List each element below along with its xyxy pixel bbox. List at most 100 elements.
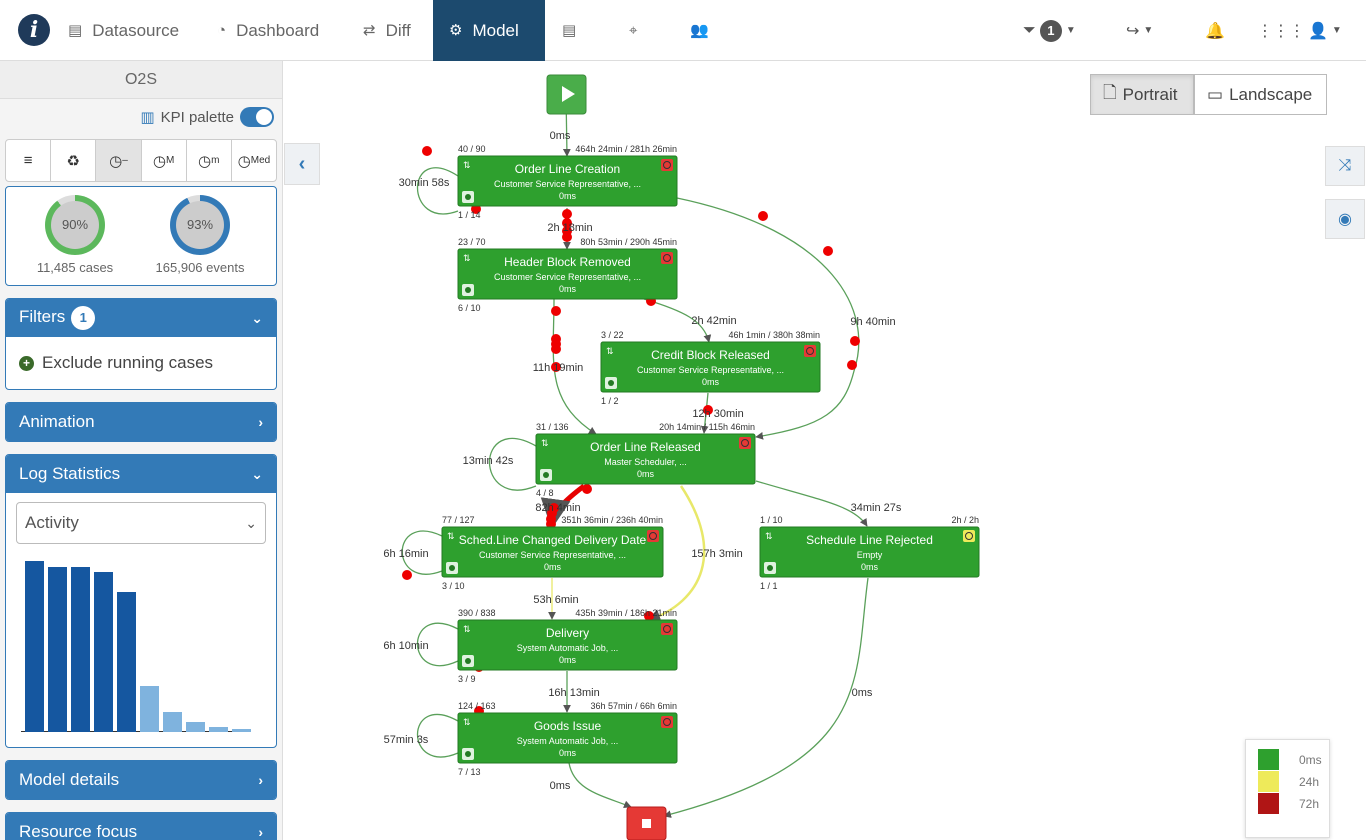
node-count-top: 124 / 163 — [458, 701, 496, 711]
node-title: Goods Issue — [534, 719, 602, 733]
log-statistics-select[interactable]: Activity ⌄ — [16, 502, 266, 544]
histogram-bar[interactable] — [209, 727, 228, 732]
resource-focus-title: Resource focus — [19, 822, 138, 840]
landscape-button[interactable]: ▭ Landscape — [1194, 74, 1327, 115]
metric-rework-button[interactable]: ♻ — [51, 140, 97, 181]
clock-icon: ◷ — [198, 152, 212, 170]
filter-item[interactable]: + Exclude running cases — [6, 337, 276, 389]
metric-median-time-button[interactable]: ◷Med — [232, 140, 276, 181]
edge-label-loop7: 6h 10min — [383, 640, 428, 652]
nav-table[interactable]: ▤ — [546, 0, 592, 61]
visibility-button[interactable]: ◉ — [1325, 199, 1365, 239]
crosshairs-icon: ⌖ — [629, 22, 638, 39]
edge-label-e6end: 0ms — [852, 687, 873, 699]
case-token — [582, 484, 592, 494]
shuffle-button[interactable]: ⤨ — [1325, 146, 1365, 186]
sort-icon: ⇅ — [463, 717, 471, 727]
app-logo[interactable]: i — [18, 14, 50, 46]
metric-max-time-button[interactable]: ◷M — [142, 140, 187, 181]
histogram-bar[interactable] — [25, 561, 44, 732]
histogram-bar[interactable] — [163, 712, 182, 732]
kpi-palette-toggle[interactable] — [240, 107, 274, 127]
clock-icon: ◷ — [109, 152, 123, 170]
histogram-bar[interactable] — [94, 572, 113, 732]
metric-min-time-button[interactable]: ◷m — [187, 140, 232, 181]
share-menu[interactable]: ↪ ▼ — [1126, 0, 1153, 61]
activity-node[interactable]: Sched.Line Changed Delivery DateCustomer… — [441, 515, 664, 591]
animation-panel-header[interactable]: Animation › — [6, 403, 276, 441]
edge-loop-n7 — [417, 622, 459, 667]
server-icon: ▤ — [68, 22, 83, 39]
nav-users[interactable]: 👥 — [674, 0, 725, 61]
node-duration: 36h 57min / 66h 6min — [590, 701, 677, 711]
notifications-bell[interactable]: 🔔 — [1205, 0, 1225, 61]
legend-row: 24h — [1258, 771, 1319, 792]
node-time: 0ms — [559, 655, 577, 665]
top-navbar: i ▤ Datasource ◔ Dashboard ⇄ Diff ⚙ Mode… — [0, 0, 1366, 61]
histogram-bar[interactable] — [232, 729, 251, 732]
metric-sup: M — [165, 155, 175, 166]
chevron-down-icon: ⌄ — [251, 309, 263, 326]
edge-n2-n4 — [552, 298, 597, 435]
node-duration: 2h / 2h — [951, 515, 979, 525]
nav-datasource[interactable]: ▤ Datasource — [52, 0, 195, 61]
node-title: Credit Block Released — [651, 348, 770, 362]
node-title: Sched.Line Changed Delivery Date — [459, 533, 647, 547]
events-percent: 93% — [176, 201, 224, 249]
animation-tokens — [402, 146, 860, 716]
histogram-bar[interactable] — [117, 592, 136, 732]
portrait-button[interactable]: 🗋 Portrait — [1090, 74, 1194, 115]
metric-avg-time-button[interactable]: ◷– — [96, 140, 142, 181]
chevron-down-icon: ⌄ — [245, 514, 257, 531]
plus-circle-icon: + — [19, 355, 34, 371]
legend-label: 72h — [1299, 796, 1320, 811]
user-menu[interactable]: 👤 ▼ — [1308, 0, 1342, 61]
histogram-bar[interactable] — [71, 567, 90, 732]
sidebar: O2S ▥ KPI palette ≡ ♻ ◷– ◷M ◷m ◷Med 90% … — [0, 61, 283, 840]
nav-dashboard[interactable]: ◔ Dashboard — [201, 0, 335, 61]
portrait-label: Portrait — [1122, 84, 1178, 104]
case-token — [644, 611, 654, 621]
metric-frequency-button[interactable]: ≡ — [6, 140, 52, 181]
edge-n8-end — [568, 762, 632, 808]
node-count-top: 3 / 22 — [601, 330, 624, 340]
apps-grid-button[interactable]: ⋮⋮⋮ — [1257, 0, 1305, 61]
chevron-right-icon: › — [258, 414, 263, 430]
status-clock-icon — [647, 530, 659, 542]
histogram-bar[interactable] — [186, 722, 205, 732]
process-model-canvas[interactable]: ‹ 🗋 Portrait ▭ Landscape ⤨ ◉ — [284, 61, 1366, 840]
edge-n1-n4 — [676, 197, 860, 440]
nav-datasource-label: Datasource — [92, 21, 180, 40]
status-clock-icon — [804, 345, 816, 357]
nav-diff[interactable]: ⇄ Diff — [347, 0, 427, 61]
resource-focus-panel-header[interactable]: Resource focus › — [6, 813, 276, 840]
model-details-panel-header[interactable]: Model details › — [6, 761, 276, 799]
status-clock-icon — [963, 530, 975, 542]
cases-donut: 90% — [45, 195, 105, 255]
node-time: 0ms — [559, 284, 577, 294]
filter-menu[interactable]: ⏷ 1 ▼ — [1023, 0, 1076, 61]
nav-model[interactable]: ⚙ Model — [433, 0, 545, 61]
node-time: 0ms — [861, 562, 879, 572]
node-count-top: 1 / 10 — [760, 515, 783, 525]
case-token — [402, 570, 412, 580]
histogram-bar[interactable] — [48, 567, 67, 732]
collapse-sidebar-button[interactable]: ‹ — [284, 143, 320, 185]
nav-target[interactable]: ⌖ — [613, 0, 653, 61]
log-statistics-panel-header[interactable]: Log Statistics ⌄ — [6, 455, 276, 493]
node-title: Schedule Line Rejected — [806, 533, 933, 547]
node-box — [457, 712, 678, 764]
node-box — [457, 619, 678, 671]
case-token — [850, 336, 860, 346]
histogram-bar[interactable] — [140, 686, 159, 732]
log-coverage-box: 90% 11,485 cases 93% 165,906 events — [5, 186, 277, 286]
project-title: O2S — [0, 61, 282, 99]
